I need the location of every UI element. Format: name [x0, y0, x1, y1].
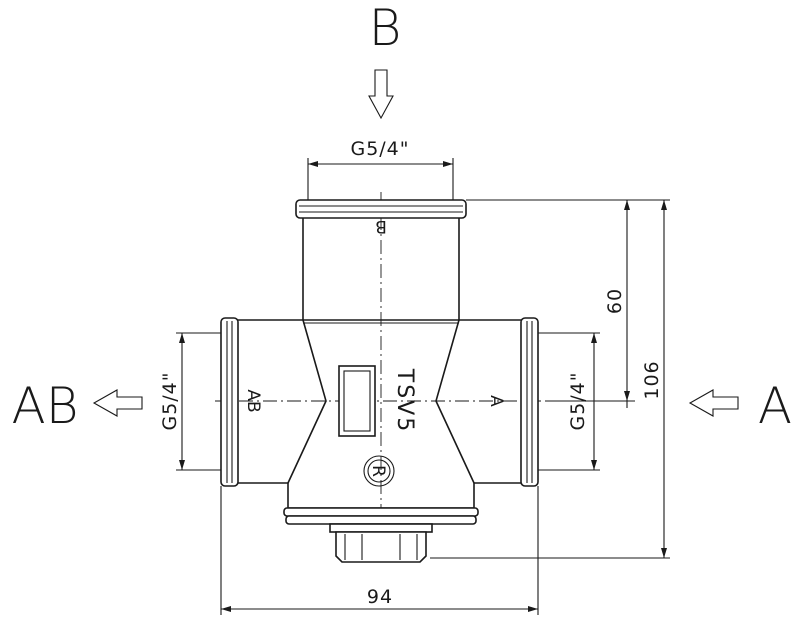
- valve-body: R TSV5 B AB A: [220, 199, 539, 563]
- left-flange: [220, 317, 239, 487]
- right-flange: [520, 317, 539, 487]
- dimension-106-label: 106: [641, 360, 663, 399]
- dimension-106: 106: [430, 200, 670, 559]
- bottom-ring-2: [285, 515, 477, 525]
- top-cap: [295, 199, 467, 219]
- dimension-94-label: 94: [367, 586, 393, 608]
- manufacturer-logo-icon: R: [363, 455, 395, 487]
- nameplate-window: [338, 365, 376, 437]
- bottom-nut: [335, 531, 427, 563]
- logo-letter: R: [368, 465, 388, 477]
- dimension-left-thread-label: G5/4": [159, 371, 181, 430]
- dimension-left-thread: G5/4": [159, 332, 221, 471]
- flow-arrow-down-icon: [368, 69, 394, 120]
- dimension-60-label: 60: [604, 288, 626, 314]
- port-label-ab: AB: [12, 377, 79, 435]
- dimension-top-thread: G5/4": [307, 138, 454, 200]
- model-engraving: TSV5: [392, 368, 417, 433]
- nameplate-window-inner: [343, 370, 371, 432]
- port-label-a: A: [758, 377, 792, 435]
- dimension-94: 94: [220, 486, 539, 615]
- port-label-b: B: [369, 0, 402, 57]
- engraved-port-a: A: [486, 395, 506, 407]
- dimension-top-thread-label: G5/4": [350, 138, 409, 160]
- flow-arrow-left-icon: [92, 389, 143, 417]
- engraved-port-b: B: [375, 216, 387, 236]
- bottom-ring-3: [329, 523, 433, 533]
- engraved-port-ab: AB: [243, 389, 263, 412]
- flow-arrow-left-icon-right-port: [688, 389, 739, 417]
- bottom-ring-1: [283, 507, 479, 517]
- dimension-60: 60: [466, 199, 670, 408]
